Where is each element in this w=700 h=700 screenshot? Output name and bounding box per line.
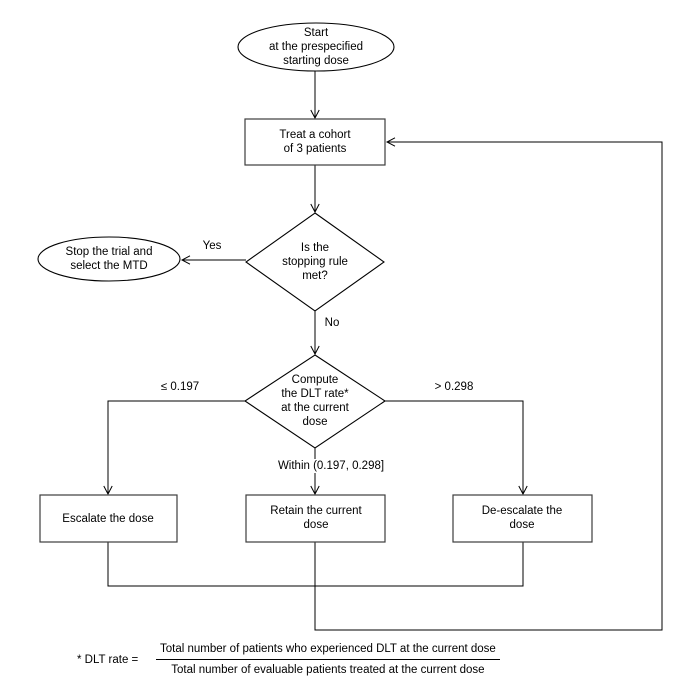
compute-dlt-node	[244, 354, 386, 449]
edge-label-yes: Yes	[202, 240, 222, 252]
escalate-node	[39, 494, 178, 543]
start-node	[237, 22, 395, 72]
edge-compute-high	[385, 400, 528, 496]
stopping-node-label: Is the stopping rule met?	[282, 242, 348, 282]
stopping-rule-node	[245, 212, 385, 312]
compute-node-label: Compute the DLT rate* at the current dos…	[281, 374, 349, 428]
deescalate-node-label: De-escalate the dose	[481, 505, 563, 531]
treat-node	[244, 118, 386, 166]
stop-trial-node	[37, 236, 181, 282]
edge-label-no: No	[324, 317, 340, 329]
edge-label-high: > 0.298	[434, 381, 474, 393]
dlt-rate-fraction: Total number of patients who experienced…	[156, 642, 500, 677]
fraction-denominator: Total number of evaluable patients treat…	[171, 664, 485, 676]
deescalate-node	[452, 494, 593, 543]
escalate-node-label: Escalate the dose	[62, 513, 154, 525]
fraction-numerator: Total number of patients who experienced…	[156, 642, 500, 660]
start-node-label: Start at the prespecified starting dose	[269, 27, 363, 67]
edge-label-low: ≤ 0.197	[160, 381, 200, 393]
edge-label-within: Within (0.197, 0.298]	[274, 459, 388, 473]
retain-node-label: Retain the current dose	[270, 505, 362, 531]
treat-node-label: Treat a cohort of 3 patients	[279, 129, 351, 155]
footnote-prefix: * DLT rate =	[77, 654, 139, 666]
retain-node	[245, 494, 386, 543]
edge-feedback-to-treat	[314, 137, 663, 631]
stop-trial-node-label: Stop the trial and select the MTD	[65, 246, 153, 272]
edge-compute-low	[103, 400, 245, 496]
